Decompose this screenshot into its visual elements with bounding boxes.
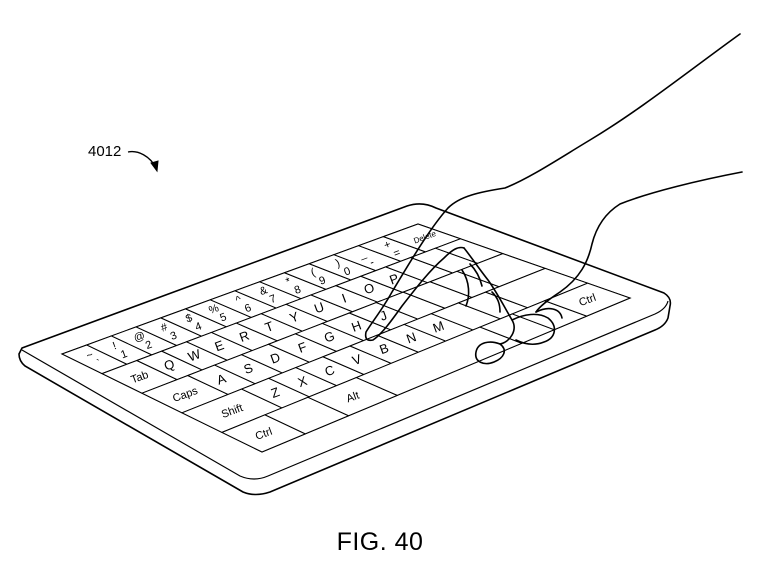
key-label: 1: [119, 348, 129, 361]
hand-outline: [364, 33, 741, 342]
hand-wrist-outline: [535, 171, 743, 313]
key-label: Ctrl: [577, 292, 597, 309]
lead-line: [127, 150, 157, 169]
key-shift-label: $: [184, 312, 194, 325]
key-label: =: [392, 247, 402, 260]
hand-knuckle-crease: [469, 263, 483, 287]
key-shift-label: ): [334, 257, 342, 270]
key-shift-label: (: [309, 266, 317, 279]
key-label: -: [368, 256, 376, 269]
key-label: 4: [194, 320, 204, 333]
key: G: [294, 322, 365, 352]
key-label: Tab: [129, 369, 150, 386]
key-label: 8: [293, 284, 303, 297]
reference-numeral: 4012: [88, 143, 122, 160]
key: Y: [259, 303, 329, 332]
hand-knuckle-crease: [461, 269, 470, 307]
arrowhead-icon: [150, 160, 159, 173]
key-label: J: [378, 307, 389, 323]
key-label: Q: [162, 356, 177, 374]
key-shift-label: %: [207, 302, 221, 317]
key-shift-label: *: [284, 275, 293, 288]
key: @2: [110, 326, 178, 356]
key-label: 6: [243, 302, 253, 315]
key-label: `: [95, 358, 103, 371]
key: D: [240, 343, 311, 374]
key-shift-label: _: [357, 247, 369, 261]
key-shift-label: @: [132, 330, 147, 345]
key-label: 7: [268, 293, 278, 306]
key: Ctrl: [543, 282, 632, 317]
key-label: 2: [144, 339, 154, 352]
keyboard-keys: ~`!1@2#3$4%5^6&7*8(9)0_-+=DeleteTabQWERT…: [60, 223, 632, 453]
hand-drawing: [364, 33, 743, 365]
key-label: O: [362, 280, 377, 298]
key-label: Alt: [345, 390, 361, 406]
hand-knuckle-crease: [491, 291, 501, 313]
key-label: 3: [169, 330, 179, 343]
keyboard-housing-edge: [21, 300, 669, 480]
key-label: M: [431, 318, 446, 336]
key-shift-label: &: [258, 284, 270, 298]
key-shift-label: ^: [234, 294, 244, 307]
key-label: 9: [318, 274, 328, 287]
key: Q: [135, 350, 204, 381]
key-label: Ctrl: [254, 426, 274, 443]
hand-little-finger: [535, 307, 563, 319]
key-shift-label: ~: [85, 349, 95, 362]
key-label: G: [322, 328, 337, 346]
key-label: W: [186, 346, 203, 365]
key-shift-label: #: [159, 321, 170, 335]
key-shift-label: +: [382, 238, 392, 251]
hand-ring-finger: [511, 313, 556, 345]
lead-line-arrow: [127, 150, 159, 173]
hand-thumb: [474, 341, 506, 365]
key-label: I: [340, 290, 349, 305]
key-label: 0: [342, 265, 352, 278]
key-label: 5: [218, 311, 228, 324]
figure-caption: FIG. 40: [336, 528, 424, 556]
hand-middle-finger: [463, 247, 515, 345]
key-outline: [543, 282, 632, 317]
key-shift-label: !: [111, 340, 118, 352]
key: Z: [240, 377, 311, 409]
